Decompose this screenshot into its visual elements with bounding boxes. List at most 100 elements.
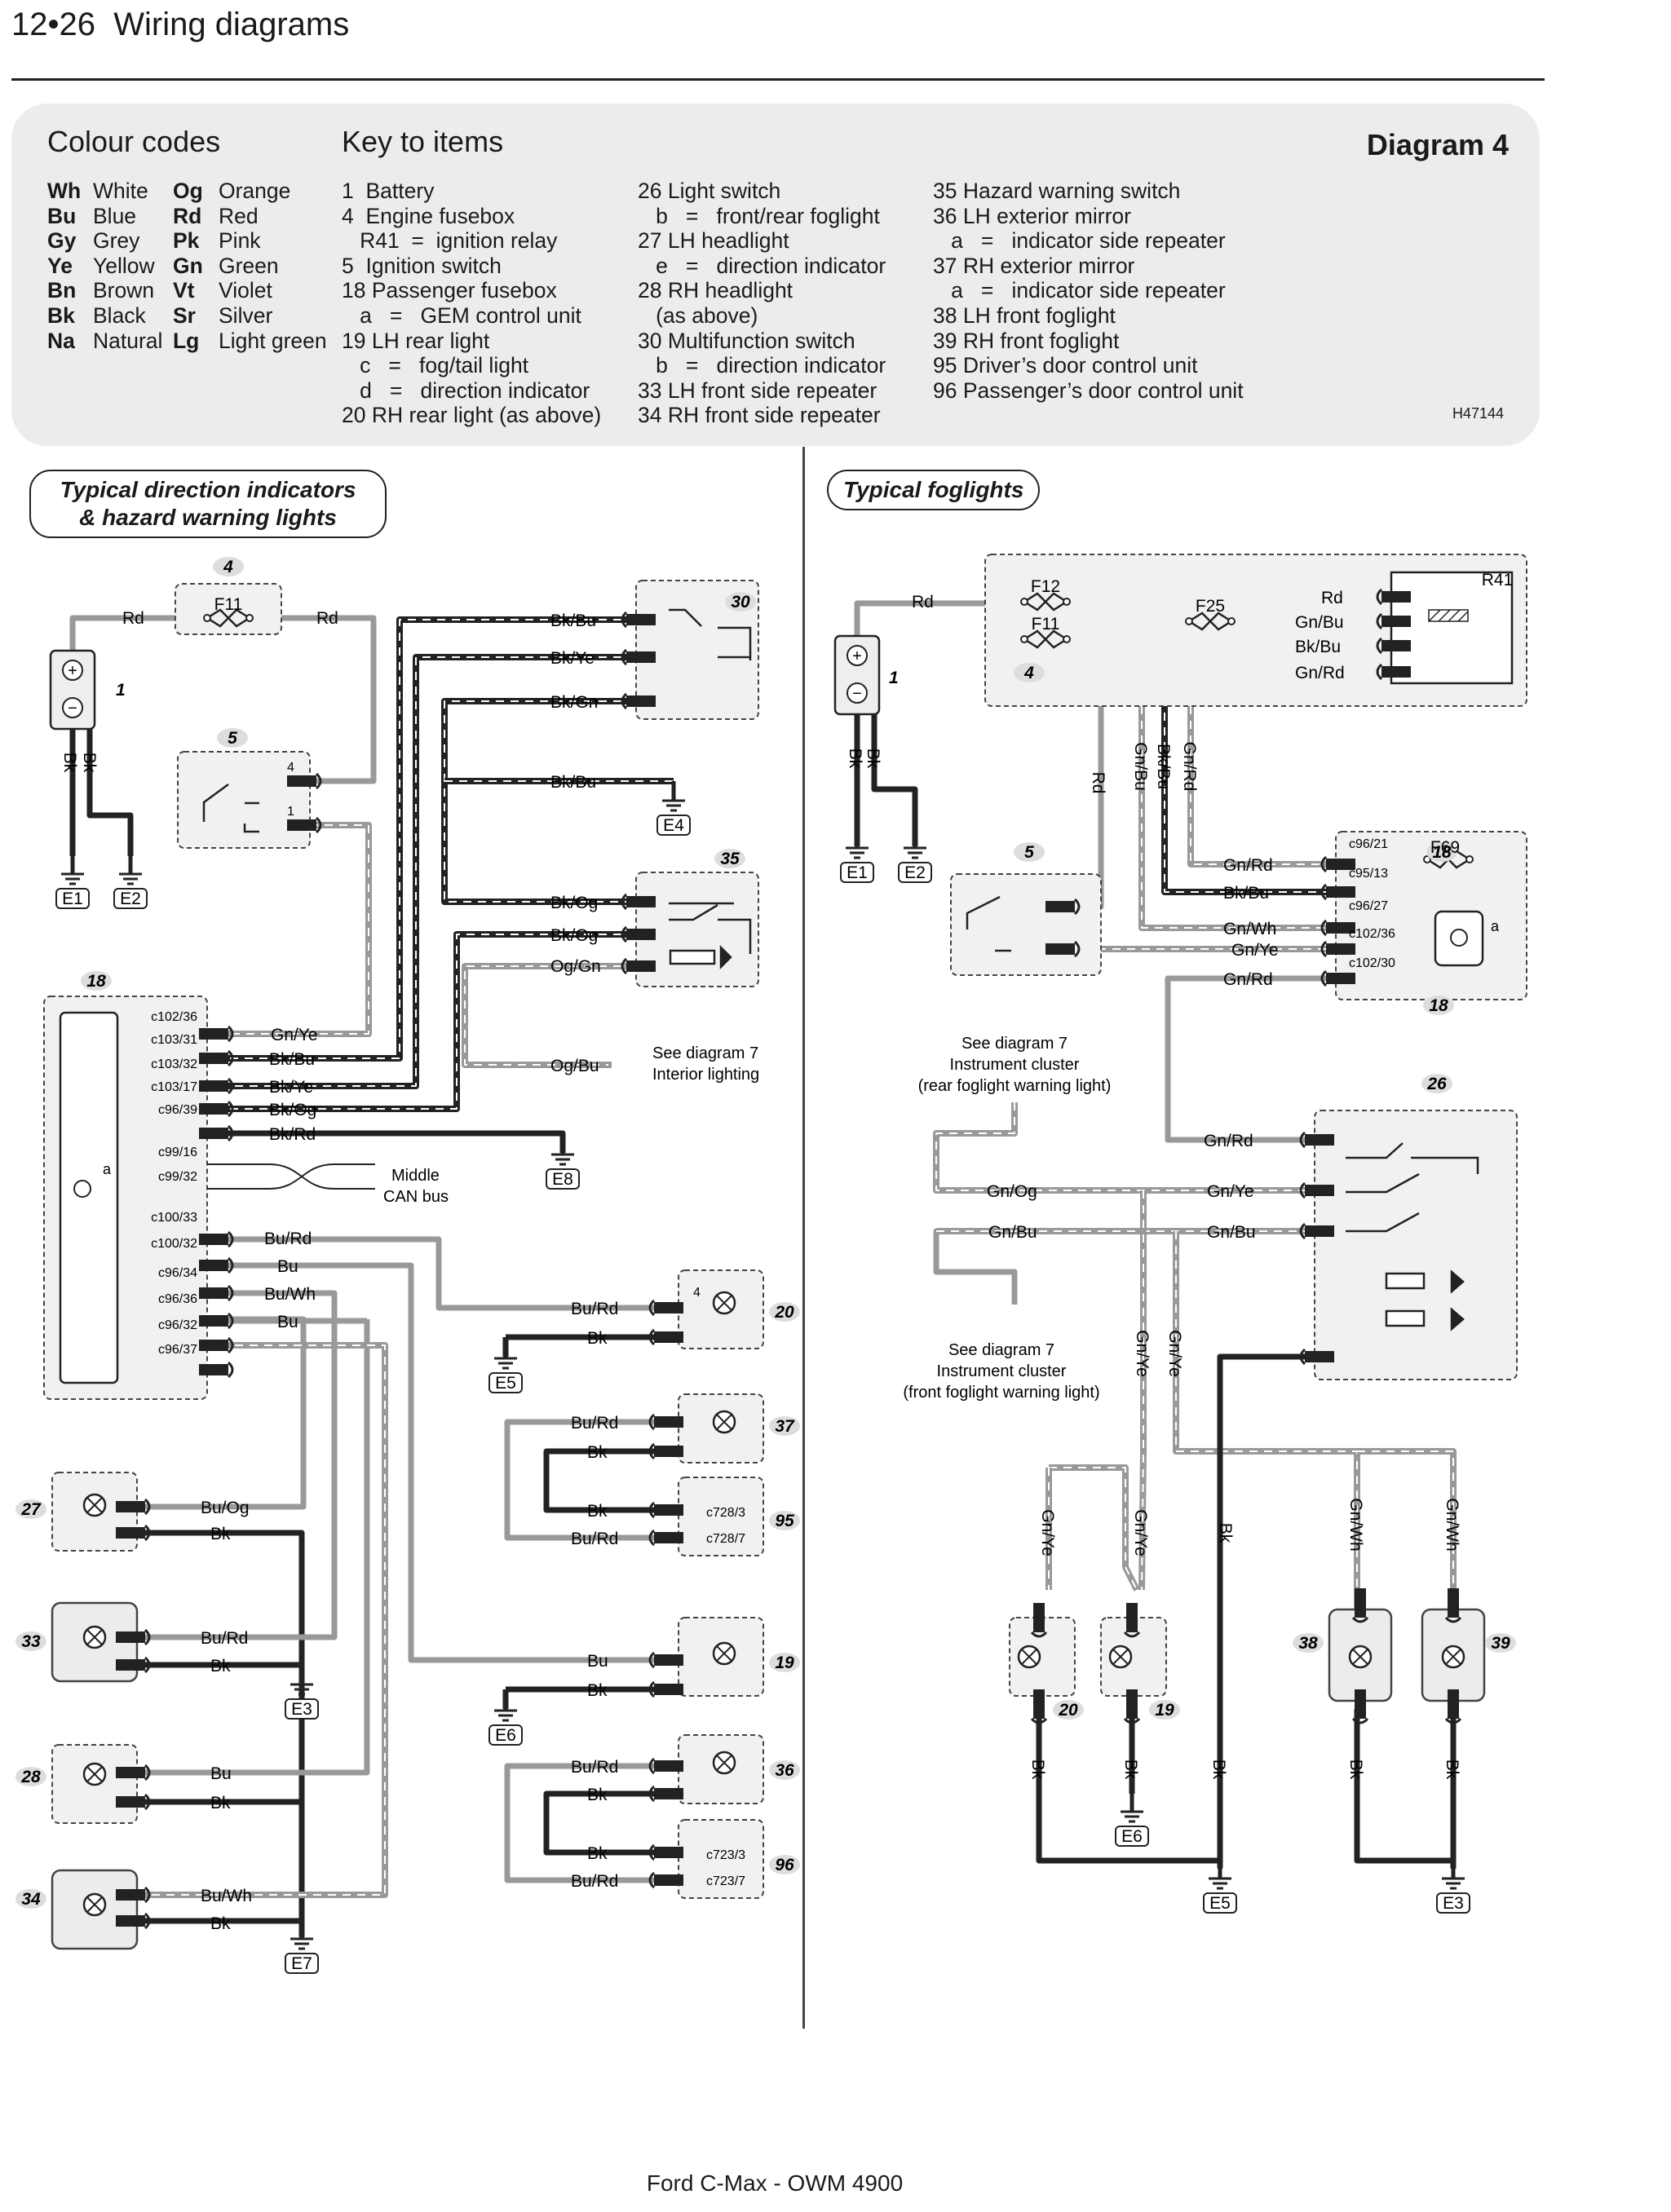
- wire-label-oggn: Og/Gn: [550, 957, 601, 976]
- item-18-tag-right: 18: [1429, 996, 1448, 1015]
- wire-bk-36: [543, 1790, 679, 1856]
- item-badge: [15, 1631, 46, 1651]
- wire-buwh-34: [137, 1344, 386, 1896]
- wire-label-gem-bkye: Bk/Ye: [269, 1078, 313, 1097]
- connector: [621, 957, 657, 975]
- item-36-tag: 36: [775, 1761, 794, 1780]
- item-96-tag: 96: [775, 1856, 794, 1874]
- item-33-tag: 33: [21, 1632, 41, 1651]
- wire-rd-battery: [69, 615, 207, 651]
- gem-pin-c96_34: c96/34: [158, 1266, 197, 1280]
- connector: [648, 1442, 685, 1460]
- item-26-tag: 26: [1426, 1075, 1447, 1093]
- connector: [114, 1764, 151, 1782]
- note-rear-fog-1: See diagram 7: [961, 1035, 1068, 1053]
- wire-label-20-bk: Bk: [587, 1329, 608, 1348]
- fuse-F11-label: F11: [214, 595, 243, 614]
- wire-label-19-bk: Bk: [587, 1681, 608, 1700]
- wire-bk-e2-right: [871, 714, 918, 846]
- connector: [114, 1793, 151, 1811]
- connector: [648, 1680, 685, 1698]
- fuse-F69-label: F69: [1430, 838, 1460, 857]
- pin-c102-30: c102/30: [1349, 956, 1395, 970]
- note-interior-1: See diagram 7: [652, 1044, 758, 1062]
- gem-pin-c99_16: c99/16: [158, 1146, 197, 1159]
- wire-bk-27: [137, 1530, 305, 1924]
- wire-label-f69-gnrd: Gn/Rd: [1223, 856, 1273, 875]
- earth-E3-right: E3: [1443, 1894, 1464, 1913]
- colour-name: Silver: [219, 302, 273, 328]
- wire-gnye-ign: [207, 824, 369, 1035]
- wire-label-rd: Rd: [122, 609, 144, 628]
- key-item: c = fog/tail light: [342, 353, 529, 378]
- wire-label-gnbu-ic: Gn/Bu: [988, 1223, 1037, 1242]
- item-badge: [1485, 1633, 1516, 1653]
- item-badge: [1149, 1700, 1180, 1720]
- key-item: (as above): [638, 302, 758, 328]
- earth-E2-right: E2: [904, 863, 926, 882]
- svg-text:+: +: [852, 647, 862, 665]
- connector-fusebox-right: [1320, 883, 1357, 901]
- gem-pin-c99_32: c99/32: [158, 1170, 197, 1184]
- svg-text:+: +: [68, 662, 77, 680]
- key-item: 96 Passenger’s door control unit: [933, 377, 1244, 403]
- wire-label-bk-e1-right: Bk: [846, 748, 864, 769]
- earth-symbol: [119, 854, 142, 884]
- wire-bk-26-e5: [1217, 1353, 1315, 1870]
- svg-text:−: −: [852, 685, 862, 703]
- wire-label-95-bk: Bk: [587, 1502, 608, 1521]
- key-item: 35 Hazard warning switch: [933, 179, 1181, 203]
- connector: [648, 1757, 685, 1775]
- connector: [1376, 588, 1412, 606]
- connector: [648, 1785, 685, 1803]
- key-item: 33 LH front side repeater: [638, 377, 877, 403]
- lamp-lh-rear-indicator: [712, 1641, 736, 1666]
- gem-control-unit-right: a: [1434, 910, 1500, 967]
- colour-code: Gn: [173, 253, 203, 278]
- wire-label-bkgn: Bk/Gn: [550, 693, 598, 712]
- note-middle-can-2: CAN bus: [383, 1188, 449, 1206]
- wire-label-26-gnye: Gn/Ye: [1207, 1182, 1254, 1201]
- wire-label-f69-bkbu: Bk/Bu: [1223, 884, 1269, 903]
- gem-pin-c96_36: c96/36: [158, 1292, 197, 1306]
- connector: [648, 1843, 685, 1861]
- svg-text:a: a: [1491, 918, 1500, 934]
- footer: Ford C-Max - OWM 4900: [646, 2170, 904, 2196]
- connector: [1444, 1688, 1462, 1724]
- item-badge: [725, 592, 756, 612]
- connector: [114, 1912, 151, 1930]
- connector: [114, 1498, 151, 1516]
- key-item: a = GEM control unit: [342, 302, 581, 328]
- wire-gnrd-down: [1190, 671, 1391, 865]
- note-interior-2: Interior lighting: [652, 1066, 759, 1084]
- key-item: b = direction indicator: [638, 353, 886, 378]
- wire-label-gem-bkog: Bk/Og: [269, 1101, 316, 1119]
- colour-name: Brown: [93, 278, 155, 303]
- relay-R41: [1390, 571, 1514, 685]
- item-18-tag: 18: [86, 972, 106, 991]
- item-39-tag: 39: [1491, 1634, 1510, 1653]
- wire-label-96-burd: Bu/Rd: [571, 1872, 618, 1891]
- connector-gem: [197, 1256, 234, 1274]
- gem-pin-c102_36: c102/36: [151, 1010, 197, 1024]
- wire-bkgn: [441, 698, 636, 905]
- connector: [1123, 1601, 1141, 1638]
- wire-label-gem-bkbu: Bk/Bu: [269, 1050, 315, 1069]
- item-badge: [213, 557, 244, 576]
- note-middle-can-1: Middle: [391, 1167, 440, 1185]
- item-badge: [1426, 842, 1457, 862]
- pin-c96-27: c96/27: [1349, 899, 1388, 913]
- colour-code: Pk: [173, 228, 200, 254]
- wire-label-f69-gnrd2: Gn/Rd: [1223, 970, 1273, 989]
- item-badge: [1293, 1633, 1324, 1653]
- wire-label-gnog: Gn/Og: [987, 1182, 1037, 1201]
- battery-left: + − 1: [49, 649, 126, 731]
- driver-door-unit-box: [678, 1477, 764, 1556]
- item-20-tag-right: 20: [1058, 1701, 1078, 1720]
- colour-code: Og: [173, 179, 203, 203]
- key-item: 30 Multifunction switch: [638, 328, 855, 353]
- item-20-tag: 20: [774, 1303, 794, 1322]
- pin-c723-7: c723/7: [706, 1874, 745, 1888]
